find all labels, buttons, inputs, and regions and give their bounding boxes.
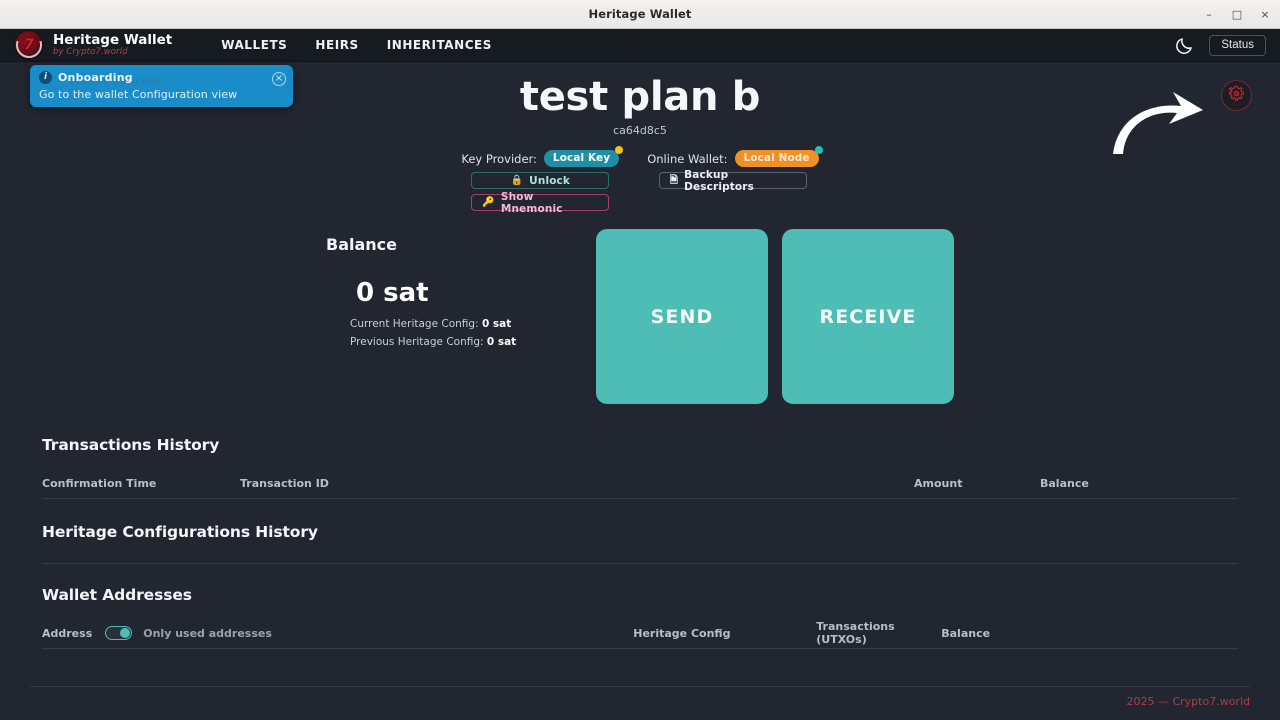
col-transactions-utxos: Transactions (UTXOs) (816, 620, 895, 646)
nav-link-inheritances[interactable]: INHERITANCES (386, 38, 493, 52)
key-provider-line: Key Provider: Local Key (461, 146, 624, 167)
navbar-right: Status (1174, 29, 1266, 62)
col-transaction-id: Transaction ID (240, 476, 329, 490)
online-wallet-block: Online Wallet: Local Node 🗎 Backup Descr… (647, 146, 823, 193)
os-title-bar: Heritage Wallet – □ × (0, 0, 1280, 29)
col-tx-balance: Balance (1040, 476, 1089, 490)
online-wallet-line: Online Wallet: Local Node (647, 146, 823, 167)
onboarding-toast[interactable]: Wallet synced. i Onboarding Go to the wa… (30, 65, 293, 107)
page-header: test plan b ca64d8c5 (0, 62, 1280, 154)
current-config-label: Current Heritage Config: (350, 318, 479, 330)
wallet-settings-area (1113, 80, 1252, 154)
footer-copyright: 2025 — Crypto7.world (1126, 695, 1250, 708)
footer-divider (30, 686, 1250, 687)
unlock-button[interactable]: 🔒 Unlock (471, 172, 610, 189)
heritage-configurations-section: Heritage Configurations History (0, 523, 1280, 564)
previous-config-value: 0 sat (486, 336, 517, 348)
online-wallet-badge-text: Local Node (743, 152, 810, 164)
wallet-fingerprint: ca64d8c5 (613, 124, 667, 137)
footer: 2025 — Crypto7.world (0, 686, 1280, 720)
balance-amount: 0 sat (356, 278, 429, 308)
page-title: test plan b (519, 74, 761, 120)
transactions-history-section: Transactions History Confirmation Time T… (0, 436, 1280, 499)
col-confirmation-time: Confirmation Time (42, 476, 157, 490)
curved-arrow-icon (1107, 80, 1207, 162)
online-wallet-status-dot (814, 146, 823, 154)
heritage-configurations-title: Heritage Configurations History (42, 523, 318, 541)
online-wallet-label: Online Wallet: (647, 151, 728, 166)
transactions-table-header: Confirmation Time Transaction ID Amount … (42, 468, 1238, 498)
toast-close-icon[interactable]: × (272, 72, 286, 86)
provider-row: Key Provider: Local Key 🔒 Unlock 🔑 Show … (0, 146, 1280, 215)
send-button[interactable]: SEND (596, 229, 768, 404)
receive-button[interactable]: RECEIVE (782, 229, 954, 404)
show-mnemonic-button[interactable]: 🔑 Show Mnemonic (471, 191, 610, 215)
only-used-addresses-label: Only used addresses (143, 626, 272, 640)
os-window-title: Heritage Wallet (588, 7, 692, 21)
wallet-addresses-section: Wallet Addresses Address Only used addre… (0, 586, 1280, 649)
toast-header: i Onboarding (39, 71, 284, 84)
lock-icon: 🔒 (510, 174, 524, 186)
unlock-button-label: Unlock (529, 174, 571, 187)
logo-glyph: 7 (24, 37, 34, 53)
close-icon[interactable]: × (1260, 8, 1270, 21)
toast-body: Go to the wallet Configuration view (39, 88, 238, 101)
window-controls: – □ × (1200, 0, 1274, 29)
balance-heading: Balance (326, 235, 397, 254)
brand-name: Heritage Wallet (53, 31, 173, 48)
info-icon: i (39, 71, 52, 84)
brand[interactable]: 7 Heritage Wallet by Crypto7.world (14, 30, 172, 60)
app-root: 7 Heritage Wallet by Crypto7.world WALLE… (0, 29, 1280, 720)
key-provider-badge-text: Local Key (552, 152, 611, 164)
minimize-icon[interactable]: – (1206, 8, 1212, 21)
toast-title: Onboarding (58, 71, 133, 84)
wallet-addresses-table-header: Address Only used addresses Heritage Con… (42, 618, 1238, 648)
previous-config-label: Previous Heritage Config: (350, 336, 484, 348)
previous-config-balance: Previous Heritage Config: 0 sat (350, 336, 576, 348)
wallet-addresses-title: Wallet Addresses (42, 586, 192, 604)
backup-descriptors-button-label: Backup Descriptors (684, 168, 755, 193)
heritage-configurations-divider (42, 563, 1238, 564)
toast-ghost-text: Wallet synced. (68, 74, 162, 87)
nav-link-wallets[interactable]: WALLETS (221, 38, 288, 52)
key-provider-label: Key Provider: (461, 151, 537, 166)
backup-descriptors-button[interactable]: 🗎 Backup Descriptors (658, 169, 807, 193)
key-provider-badge[interactable]: Local Key (543, 146, 624, 167)
col-address: Address (42, 626, 93, 640)
status-button[interactable]: Status (1209, 35, 1266, 56)
gear-icon (1228, 85, 1245, 106)
key-provider-block: Key Provider: Local Key 🔒 Unlock 🔑 Show … (461, 146, 624, 215)
key-provider-status-dot (615, 146, 624, 154)
maximize-icon[interactable]: □ (1231, 8, 1243, 21)
col-address-balance: Balance (941, 626, 991, 640)
transactions-divider (42, 498, 1238, 499)
top-navbar: 7 Heritage Wallet by Crypto7.world WALLE… (0, 29, 1280, 62)
settings-button[interactable] (1221, 80, 1252, 111)
show-mnemonic-button-label: Show Mnemonic (500, 190, 563, 215)
col-amount: Amount (914, 476, 963, 490)
brand-subtitle: by Crypto7.world (53, 47, 128, 58)
transactions-history-title: Transactions History (42, 436, 220, 454)
balance-actions-row: Balance 0 sat Current Heritage Config: 0… (0, 229, 1280, 404)
nav-links: WALLETS HEIRS INHERITANCES (220, 36, 493, 54)
nav-link-heirs[interactable]: HEIRS (315, 38, 359, 52)
current-config-balance: Current Heritage Config: 0 sat (350, 318, 576, 330)
wallet-addresses-divider (42, 648, 1238, 649)
moon-icon[interactable] (1174, 36, 1194, 56)
online-wallet-badge[interactable]: Local Node (734, 146, 823, 167)
only-used-addresses-toggle[interactable] (105, 626, 133, 640)
app-logo-icon: 7 (14, 30, 44, 60)
current-config-value: 0 sat (481, 318, 512, 330)
balance-block: Balance 0 sat Current Heritage Config: 0… (326, 229, 576, 348)
brand-text: Heritage Wallet by Crypto7.world (53, 33, 172, 57)
col-heritage-config: Heritage Config (633, 626, 731, 640)
key-icon: 🔑 (482, 196, 495, 208)
document-icon: 🗎 (669, 174, 679, 186)
toggle-knob (120, 628, 131, 638)
